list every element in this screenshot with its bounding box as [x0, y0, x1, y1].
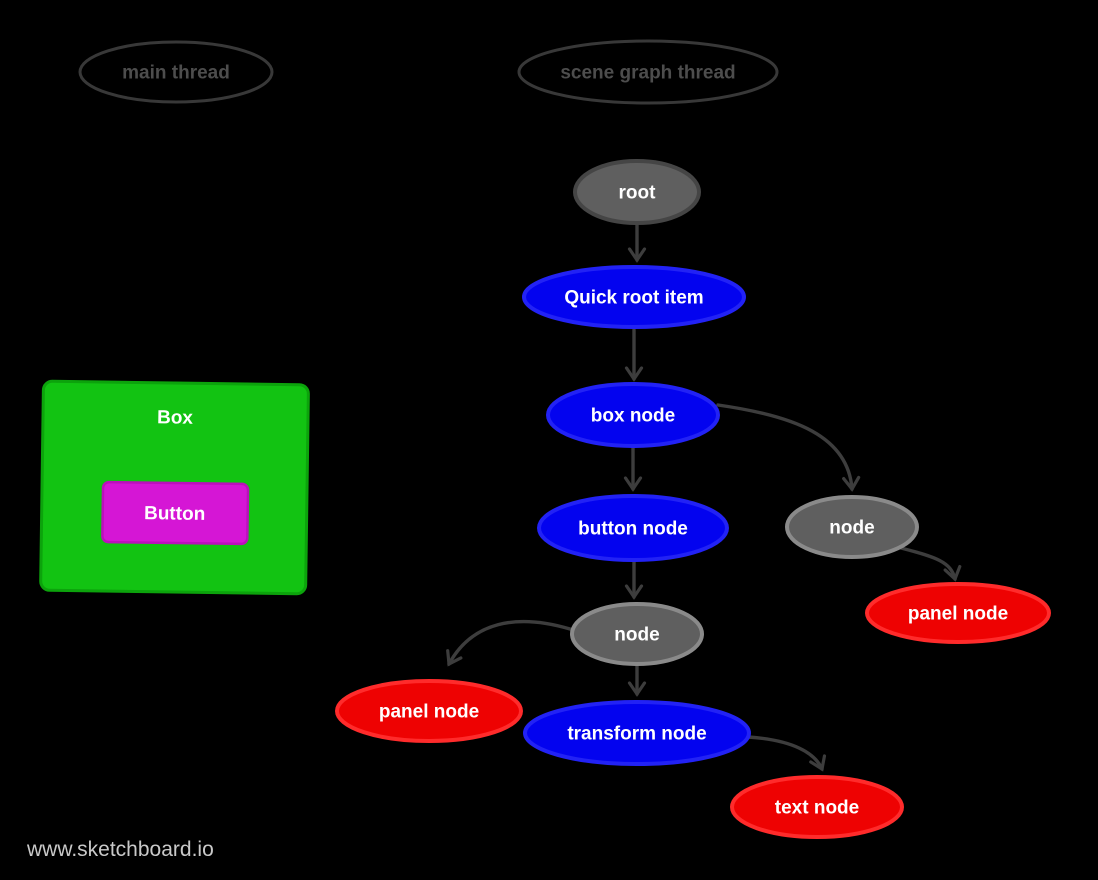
panel-node-right-ellipse[interactable] — [865, 582, 1051, 644]
button-rect[interactable] — [101, 480, 250, 546]
transform-node-ellipse[interactable] — [523, 700, 751, 766]
node-right-ellipse[interactable] — [785, 495, 919, 559]
edge-node-left-to-panel-node-left[interactable] — [446, 619, 572, 667]
quick-root-item-label: Quick root item — [564, 288, 703, 309]
ui-sketch-group: Box Button — [39, 379, 310, 596]
button-node-ellipse[interactable] — [537, 494, 729, 562]
quick-root-item-ellipse[interactable] — [522, 265, 746, 329]
button-label: Button — [144, 503, 205, 525]
panel-node-right-label: panel node — [908, 604, 1008, 625]
panel-node-left-label: panel node — [379, 702, 479, 723]
root-ellipse[interactable] — [573, 159, 701, 225]
node-quick-root-item[interactable]: Quick root item — [522, 265, 746, 329]
node-node-right[interactable]: node — [785, 495, 919, 559]
lane-scene-graph-thread[interactable]: scene graph thread — [517, 39, 779, 105]
node-root[interactable]: root — [573, 159, 701, 225]
panel-node-left-ellipse[interactable] — [335, 679, 523, 743]
node-transform-node[interactable]: transform node — [523, 700, 751, 766]
text-node-ellipse[interactable] — [730, 775, 904, 839]
box-node-label: box node — [591, 406, 675, 427]
node-left-label: node — [614, 625, 659, 646]
node-box-node[interactable]: box node — [546, 382, 720, 448]
root-label: root — [619, 183, 657, 204]
node-button-node[interactable]: button node — [537, 494, 729, 562]
button-node-label: button node — [578, 519, 688, 540]
sketchboard-watermark: www.sketchboard.io — [26, 838, 214, 861]
node-text-node[interactable]: text node — [730, 775, 904, 839]
edge-box-node-to-node-right[interactable] — [716, 403, 861, 492]
node-panel-node-left[interactable]: panel node — [335, 679, 523, 743]
main-thread-label: main thread — [122, 63, 230, 84]
transform-node-label: transform node — [567, 724, 706, 745]
box-node-ellipse[interactable] — [546, 382, 720, 448]
node-left-ellipse[interactable] — [570, 602, 704, 666]
edge-node-right-to-panel-node-right[interactable] — [899, 546, 962, 582]
text-node-label: text node — [775, 798, 859, 819]
scene-graph-thread-ellipse[interactable] — [517, 39, 779, 105]
node-right-label: node — [829, 518, 874, 539]
scene-graph-thread-label: scene graph thread — [560, 63, 735, 84]
main-thread-ellipse[interactable] — [78, 40, 274, 104]
box-label: Box — [157, 407, 194, 429]
node-panel-node-right[interactable]: panel node — [865, 582, 1051, 644]
lane-main-thread[interactable]: main thread — [78, 40, 274, 104]
node-node-left[interactable]: node — [570, 602, 704, 666]
edge-transform-node-to-text-node[interactable] — [746, 735, 827, 772]
